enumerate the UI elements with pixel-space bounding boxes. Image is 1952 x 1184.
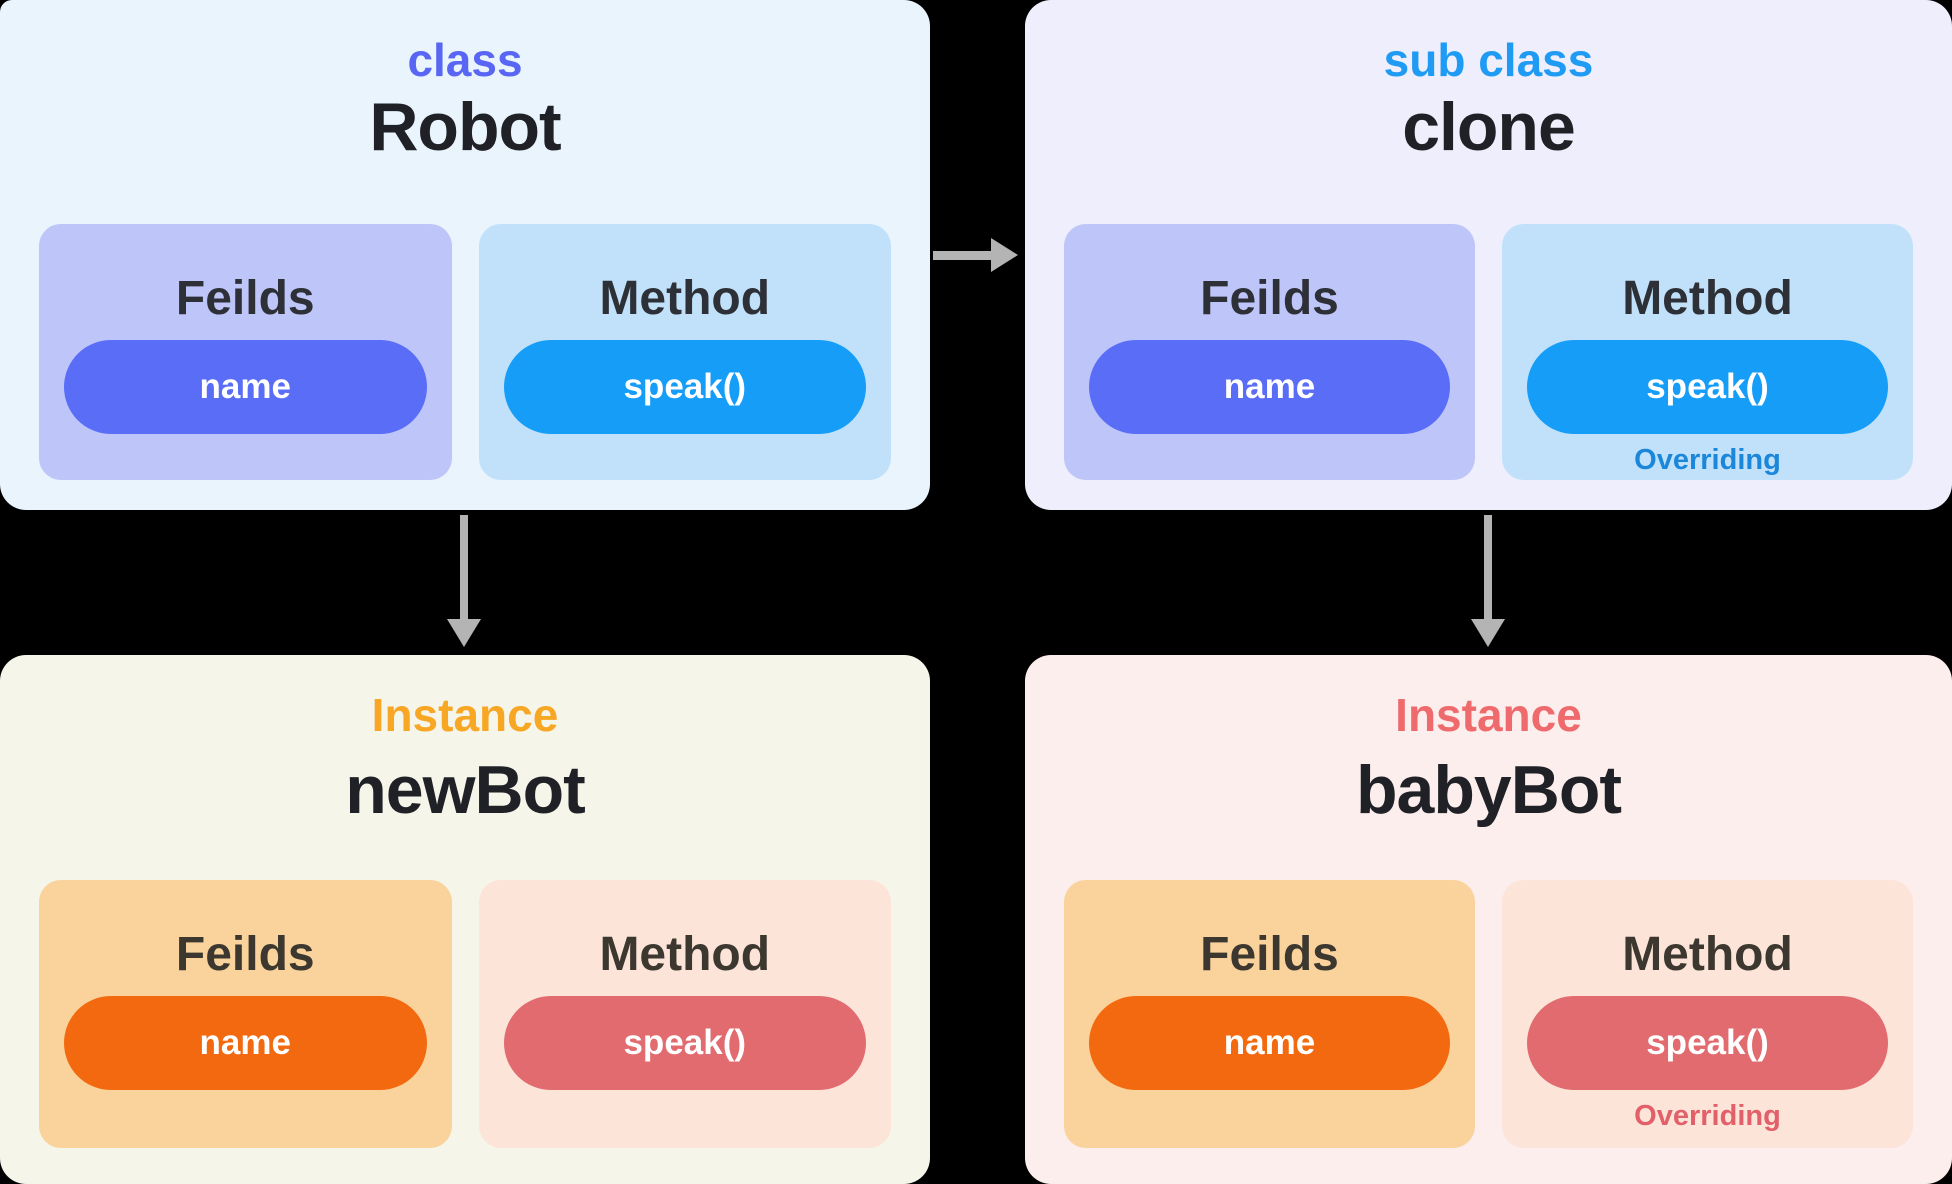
card-kind-label: class (407, 34, 523, 86)
method-box: Method speak() Overriding (1502, 880, 1913, 1148)
method-box: Method speak() (478, 880, 891, 1148)
box-row: Feilds name Method speak() (39, 224, 891, 480)
overriding-note: Overriding (1634, 1100, 1781, 1132)
fields-box: Feilds name (39, 224, 452, 480)
method-heading: Method (599, 928, 771, 981)
method-pill-speak: speak() (1527, 996, 1888, 1090)
box-row: Feilds name Method speak() Overriding (1064, 224, 1913, 480)
field-pill-name: name (1089, 340, 1450, 434)
method-pill-speak: speak() (1527, 340, 1888, 434)
fields-heading: Feilds (175, 272, 315, 325)
box-row: Feilds name Method speak() Overriding (1064, 880, 1913, 1148)
method-heading: Method (1622, 272, 1793, 325)
overriding-note: Overriding (1634, 444, 1781, 476)
method-box: Method speak() (478, 224, 891, 480)
arrow-head-down-icon (1471, 619, 1505, 647)
method-heading: Method (599, 272, 771, 325)
fields-heading: Feilds (1200, 272, 1339, 325)
card-kind-label: sub class (1383, 34, 1594, 86)
method-pill-speak: speak() (503, 996, 866, 1090)
arrow-shaft (460, 515, 468, 619)
card-kind-label: Instance (371, 689, 559, 741)
arrow-shaft (933, 251, 991, 260)
field-pill-name: name (64, 340, 427, 434)
card-title: newBot (345, 752, 586, 828)
fields-box: Feilds name (1064, 880, 1475, 1148)
field-pill-name: name (64, 996, 427, 1090)
arrow-head-right-icon (991, 238, 1018, 272)
method-heading: Method (1622, 928, 1793, 981)
instance-card-newbot: Instance newBot Feilds name Method speak… (0, 655, 930, 1184)
method-pill-speak: speak() (503, 340, 866, 434)
fields-heading: Feilds (175, 928, 315, 981)
card-kind-label: Instance (1395, 689, 1582, 741)
card-title: Robot (369, 89, 561, 165)
instance-card-babybot: Instance babyBot Feilds name Method spea… (1025, 655, 1952, 1184)
card-title: babyBot (1356, 752, 1622, 828)
fields-box: Feilds name (1064, 224, 1475, 480)
subclass-card-clone: sub class clone Feilds name Method speak… (1025, 0, 1952, 510)
arrow-shaft (1484, 515, 1492, 619)
box-row: Feilds name Method speak() (39, 880, 891, 1148)
field-pill-name: name (1089, 996, 1450, 1090)
class-card-robot: class Robot Feilds name Method speak() (0, 0, 930, 510)
arrow-head-down-icon (447, 619, 481, 647)
card-title: clone (1402, 89, 1576, 165)
fields-box: Feilds name (39, 880, 452, 1148)
method-box: Method speak() Overriding (1502, 224, 1913, 480)
fields-heading: Feilds (1200, 928, 1339, 981)
